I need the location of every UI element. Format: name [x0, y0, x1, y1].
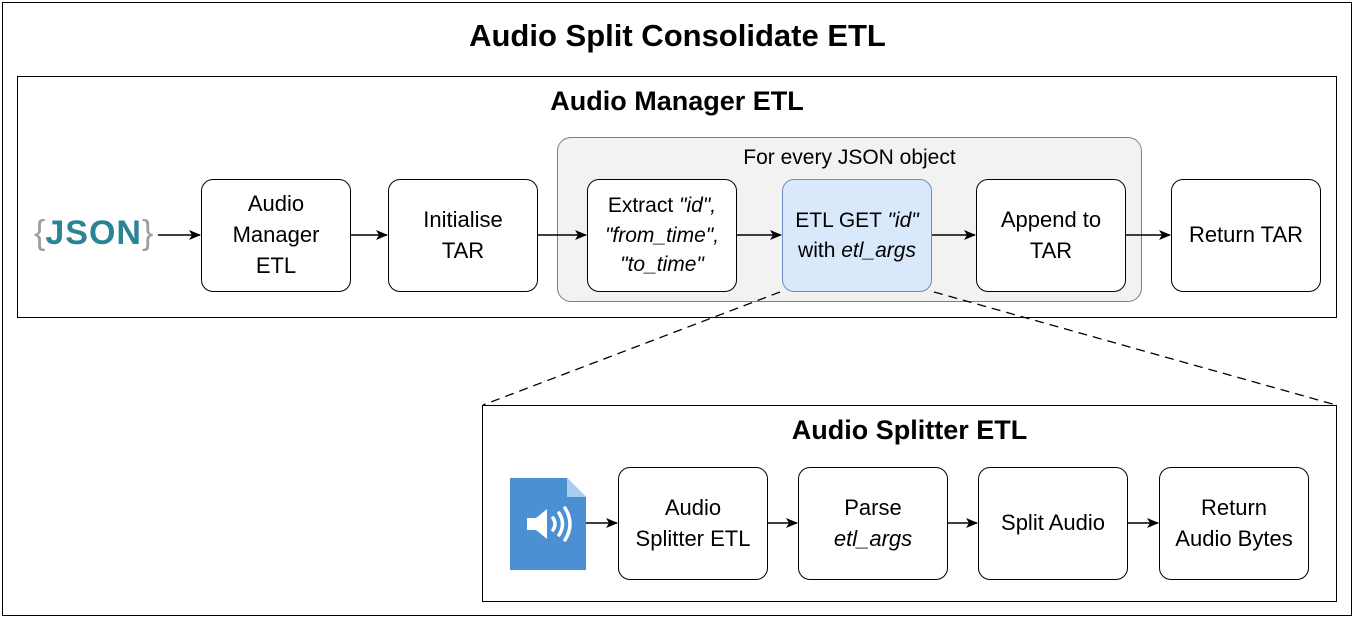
node-return-audio-bytes[interactable]: Return Audio Bytes	[1159, 467, 1309, 580]
json-icon-left-brace: {	[34, 214, 46, 252]
node-extract-line-3: "to_time"	[620, 253, 704, 277]
extract-prefix: Extract	[607, 194, 680, 218]
node-return-audio-bytes-line-1: Return	[1200, 494, 1268, 520]
json-icon-text: JSON	[45, 214, 142, 252]
node-audio-manager-etl-line-2: Manager	[232, 222, 320, 248]
zoom-line-left	[482, 291, 781, 406]
extract-id: "id"	[679, 194, 711, 218]
node-audio-manager-etl-line-1: Audio	[247, 191, 305, 217]
manager-panel-title: Audio Manager ETL	[550, 86, 804, 116]
node-parse-etl-args-line-2: etl_args	[833, 525, 913, 551]
loop-label: For every JSON object	[743, 146, 956, 169]
diagram-title: Audio Split Consolidate ETL	[469, 18, 886, 53]
node-audio-splitter-etl-line-2: Splitter ETL	[635, 525, 751, 551]
node-initialise-tar[interactable]: Initialise TAR	[388, 179, 538, 292]
splitter-panel-title: Audio Splitter ETL	[791, 415, 1028, 445]
node-etl-get[interactable]: ETL GET "id" with etl_args	[782, 179, 932, 292]
json-icon-right-brace: }	[141, 214, 154, 252]
node-initialise-tar-line-2: TAR	[441, 237, 485, 263]
node-etl-get-line-2: with etl_args	[798, 236, 916, 265]
etl-get-prefix: ETL GET	[795, 209, 888, 233]
node-initialise-tar-line-1: Initialise	[423, 206, 503, 232]
node-extract[interactable]: Extract "id", "from_time", "to_time"	[587, 179, 737, 292]
node-split-audio-label: Split Audio	[1001, 510, 1105, 536]
node-extract-line-2: "from_time",	[604, 223, 720, 247]
node-audio-splitter-etl[interactable]: Audio Splitter ETL	[618, 467, 768, 580]
extract-comma: ,	[710, 194, 717, 218]
node-split-audio[interactable]: Split Audio	[978, 467, 1128, 580]
etl-get-id: "id"	[887, 209, 919, 233]
node-etl-get-line-1: ETL GET "id"	[795, 206, 918, 235]
node-return-tar-label: Return TAR	[1188, 222, 1304, 248]
node-audio-splitter-etl-line-1: Audio	[664, 494, 722, 520]
node-audio-manager-etl[interactable]: Audio Manager ETL	[201, 179, 351, 292]
node-extract-line-1: Extract "id",	[608, 191, 716, 220]
node-append-to-tar[interactable]: Append to TAR	[976, 179, 1126, 292]
node-parse-etl-args-line-1: Parse	[844, 494, 902, 520]
node-append-to-tar-line-2: TAR	[1029, 237, 1073, 263]
node-parse-etl-args[interactable]: Parse etl_args	[798, 467, 948, 580]
node-return-audio-bytes-line-2: Audio Bytes	[1175, 525, 1293, 551]
etl-get-with: with	[798, 238, 842, 262]
node-audio-manager-etl-line-3: ETL	[255, 252, 297, 278]
json-icon: {JSON}	[34, 208, 158, 258]
node-return-tar[interactable]: Return TAR	[1171, 179, 1321, 292]
node-append-to-tar-line-1: Append to	[1000, 206, 1102, 232]
etl-get-args: etl_args	[841, 238, 916, 262]
audio-file-icon	[510, 478, 586, 570]
zoom-line-right	[933, 291, 1337, 406]
